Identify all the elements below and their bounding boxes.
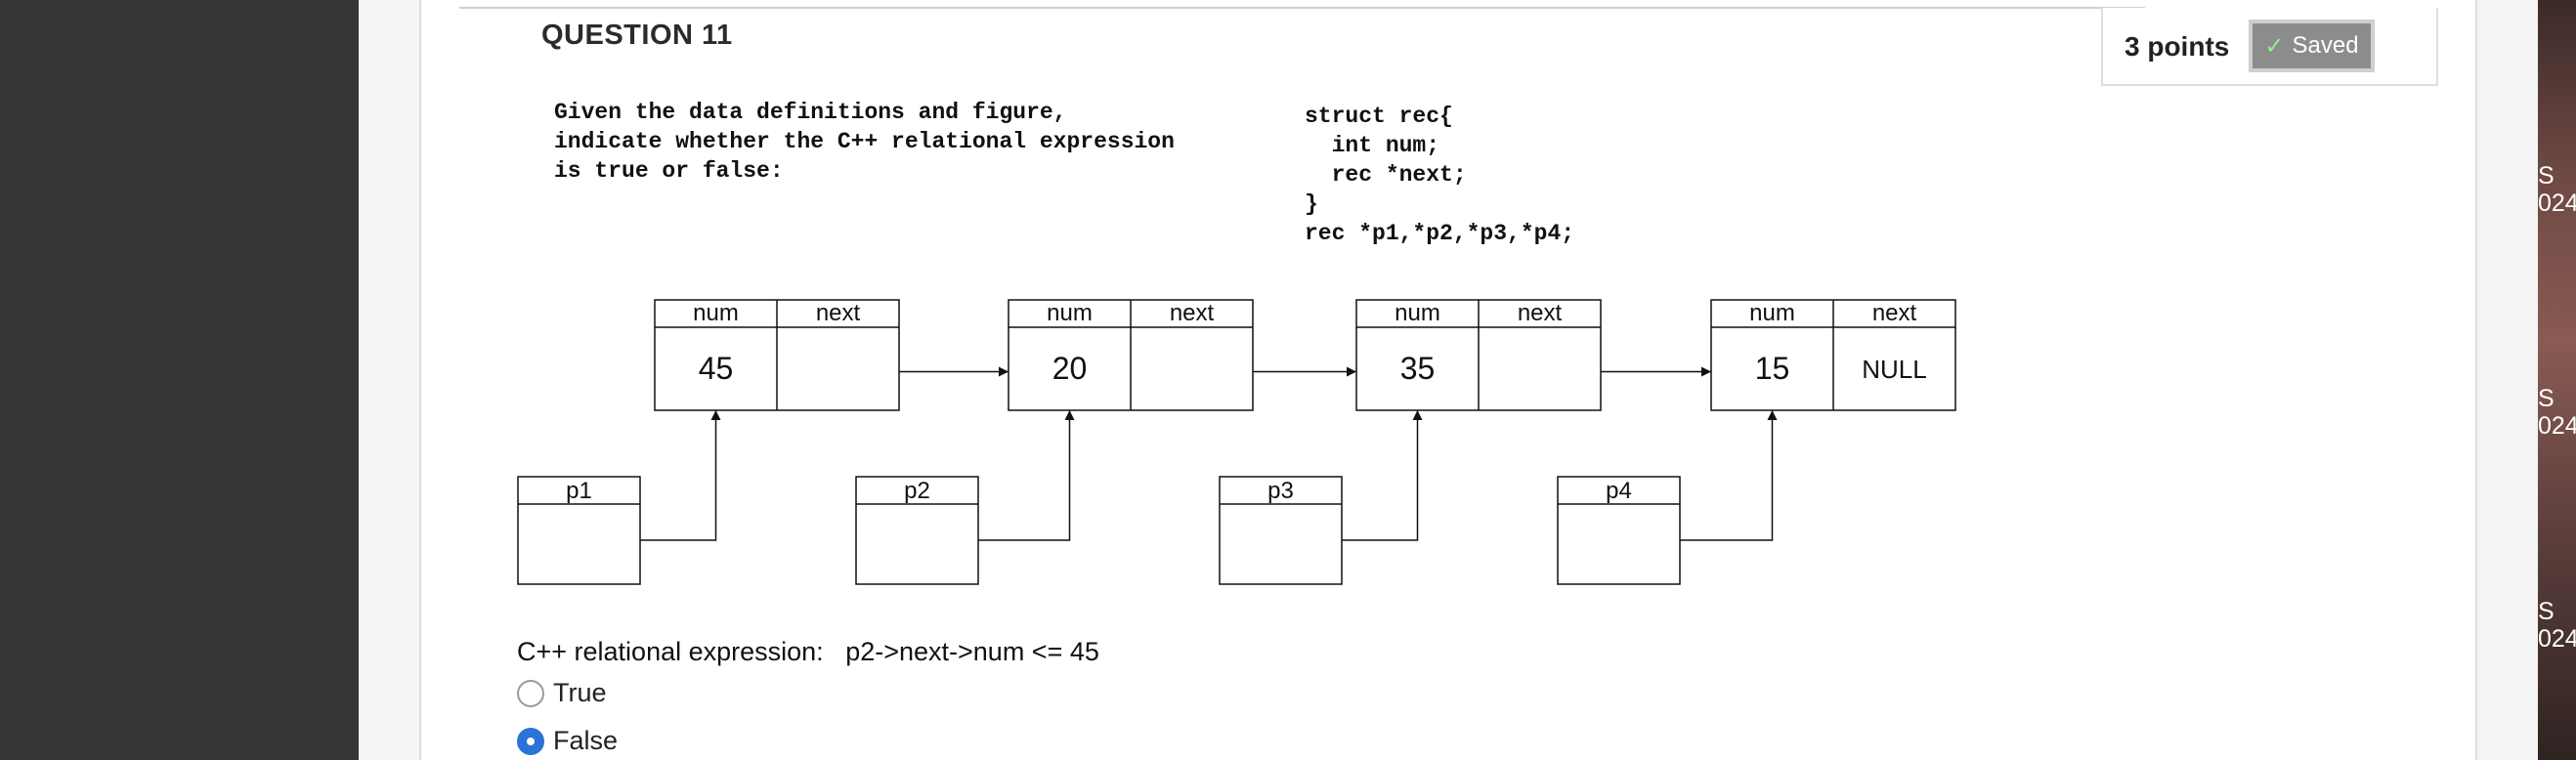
option-label: True: [553, 678, 607, 707]
question-title: QUESTION 11: [541, 20, 733, 51]
left-sidebar: [0, 0, 359, 760]
next-value: NULL: [1862, 355, 1926, 384]
num-value: 35: [1400, 351, 1436, 386]
page-gutter: [2477, 0, 2538, 760]
page-gutter: [359, 0, 419, 760]
background-photo: [2538, 0, 2576, 760]
false-radio[interactable]: [517, 727, 544, 755]
list-node: num next 15 NULL: [1710, 299, 1956, 411]
num-value: 15: [1755, 351, 1790, 386]
next-header: next: [1518, 300, 1563, 326]
expression-line: C++ relational expression: p2->next->num…: [517, 637, 1099, 667]
pointer-box: p3: [1219, 476, 1343, 585]
pointer-rect: [1219, 476, 1343, 585]
pointer-label: p1: [566, 478, 592, 504]
linked-list-diagram: num next 45 num next 20 num next 35 num next 15 NULL…: [517, 299, 1956, 585]
question-divider: [459, 7, 2145, 9]
pointer-arrow: [1342, 410, 1423, 541]
num-header: num: [1749, 300, 1795, 326]
next-header: next: [1872, 300, 1917, 326]
list-node: num next 35: [1355, 299, 1602, 411]
question-prompt: Given the data definitions and figure, i…: [554, 100, 1175, 184]
pointer-box: p4: [1557, 476, 1681, 585]
points-label: 3 points: [2125, 31, 2230, 62]
pointer-label: p4: [1606, 478, 1632, 504]
pointer-label: p3: [1267, 478, 1294, 504]
pointer-box: p2: [855, 476, 979, 585]
saved-status-button[interactable]: ✓ Saved: [2249, 20, 2375, 72]
pointer-rect: [1557, 476, 1681, 585]
expression-text: p2->next->num <= 45: [845, 637, 1099, 666]
list-node: num next 20: [1008, 299, 1254, 411]
pointer-label: p2: [904, 478, 930, 504]
pointer-arrow: [1680, 410, 1778, 541]
expression-label: C++ relational expression:: [517, 637, 824, 666]
pointer-arrow: [978, 410, 1075, 541]
num-header: num: [693, 300, 739, 326]
pointer-box: p1: [517, 476, 641, 585]
num-value: 45: [699, 351, 734, 386]
code-definition: struct rec{ int num; rec *next; } rec *p…: [1305, 104, 1575, 246]
next-header: next: [816, 300, 861, 326]
list-node: num next 45: [654, 299, 900, 411]
pointer-rect: [855, 476, 979, 585]
pointer-arrow: [640, 410, 721, 541]
checkmark-icon: ✓: [2264, 32, 2285, 60]
option-true[interactable]: True: [517, 678, 607, 708]
true-radio[interactable]: [517, 679, 544, 707]
pointer-rect: [517, 476, 641, 585]
num-value: 20: [1052, 351, 1088, 386]
num-header: num: [1395, 300, 1440, 326]
points-box: 3 points ✓ Saved: [2101, 8, 2438, 86]
next-header: next: [1170, 300, 1215, 326]
option-label: False: [553, 726, 619, 755]
saved-label: Saved: [2292, 32, 2359, 59]
option-false[interactable]: False: [517, 726, 618, 756]
num-header: num: [1047, 300, 1093, 326]
